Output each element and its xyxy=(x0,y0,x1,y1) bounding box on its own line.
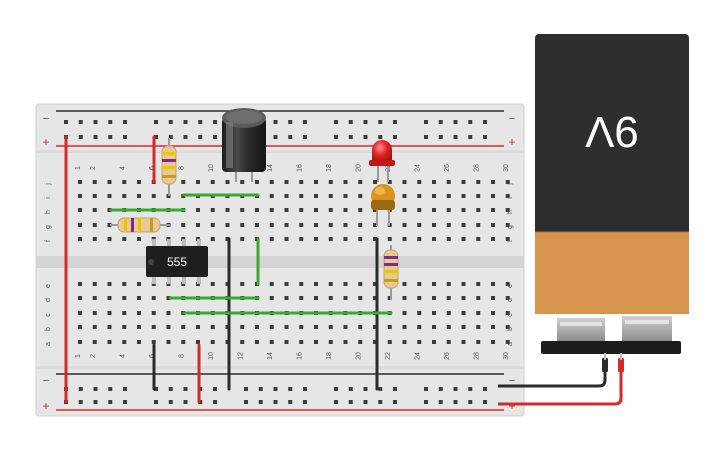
column-label: 4 xyxy=(119,354,126,358)
row-label: j xyxy=(45,183,52,186)
column-label: 14 xyxy=(267,352,274,360)
column-label: 16 xyxy=(296,164,303,172)
row-label: d xyxy=(45,298,52,302)
lead-red xyxy=(498,366,623,406)
rail-bottom-plus-right: + xyxy=(508,399,515,413)
column-label: 14 xyxy=(267,164,274,172)
column-label: 18 xyxy=(326,164,333,172)
row-label: a xyxy=(45,342,52,346)
ic-label: 555 xyxy=(167,255,187,269)
battery-9v[interactable]: 9V xyxy=(535,34,689,354)
led-red[interactable] xyxy=(369,140,395,182)
rail-top-plus-right: + xyxy=(508,135,515,149)
column-label: 1 xyxy=(75,166,82,170)
row-label: g xyxy=(45,225,52,229)
column-label: 28 xyxy=(473,164,480,172)
column-label: 8 xyxy=(178,166,185,170)
rail-bottom-minus-left: − xyxy=(43,375,49,387)
row-label: h xyxy=(507,210,514,214)
battery-label: 9V xyxy=(584,107,638,156)
row-label: d xyxy=(507,298,514,302)
rail-bottom-minus-right: − xyxy=(509,375,515,387)
row-label: b xyxy=(45,327,52,331)
rail-top-minus-left: − xyxy=(43,113,49,125)
ic-555[interactable]: 555 xyxy=(146,239,208,284)
column-label: 30 xyxy=(503,352,510,360)
row-label: j xyxy=(507,183,514,186)
column-label: 4 xyxy=(119,166,126,170)
battery-leads xyxy=(498,353,624,406)
rail-top-minus-right: − xyxy=(509,113,515,125)
battery-terminals xyxy=(557,316,672,342)
resistor-middle[interactable] xyxy=(110,217,170,233)
column-label: 6 xyxy=(149,354,156,358)
column-label: 8 xyxy=(178,354,185,358)
breadboard-labels: 1246810121416182022242628301246810121416… xyxy=(45,164,514,360)
column-label: 16 xyxy=(296,352,303,360)
column-label: 2 xyxy=(90,166,97,170)
row-label: h xyxy=(45,210,52,214)
column-label: 26 xyxy=(444,352,451,360)
row-label: f xyxy=(507,240,514,242)
column-label: 30 xyxy=(503,164,510,172)
resistor-right[interactable] xyxy=(383,245,399,300)
row-label: i xyxy=(507,197,514,199)
column-label: 24 xyxy=(414,164,421,172)
column-label: 6 xyxy=(149,166,156,170)
column-label: 10 xyxy=(208,352,215,360)
rail-bottom-plus-left: + xyxy=(42,399,49,413)
lead-black xyxy=(498,366,607,388)
column-label: 12 xyxy=(237,352,244,360)
row-label: e xyxy=(45,284,52,288)
column-label: 1 xyxy=(75,354,82,358)
row-label: g xyxy=(507,225,514,229)
column-label: 20 xyxy=(355,352,362,360)
column-label: 18 xyxy=(326,352,333,360)
resistor-top[interactable] xyxy=(161,138,177,196)
row-label: c xyxy=(45,313,52,317)
column-label: 22 xyxy=(385,352,392,360)
wires xyxy=(64,135,393,404)
column-label: 26 xyxy=(444,164,451,172)
row-label: a xyxy=(507,342,514,346)
breadboard[interactable]: − + − + − + − + 124681012141618202224262… xyxy=(35,103,525,417)
column-label: 2 xyxy=(90,354,97,358)
column-label: 10 xyxy=(208,164,215,172)
row-label: c xyxy=(507,313,514,317)
column-label: 24 xyxy=(414,352,421,360)
column-label: 28 xyxy=(473,352,480,360)
row-label: i xyxy=(45,197,52,199)
rail-top-plus-left: + xyxy=(42,135,49,149)
electrolytic-capacitor[interactable] xyxy=(222,108,266,182)
battery-connector-clip xyxy=(541,341,681,354)
column-label: 20 xyxy=(355,164,362,172)
row-label: b xyxy=(507,327,514,331)
center-channel xyxy=(36,256,524,268)
row-label: e xyxy=(507,284,514,288)
ceramic-capacitor[interactable] xyxy=(371,184,395,226)
row-label: f xyxy=(45,240,52,242)
